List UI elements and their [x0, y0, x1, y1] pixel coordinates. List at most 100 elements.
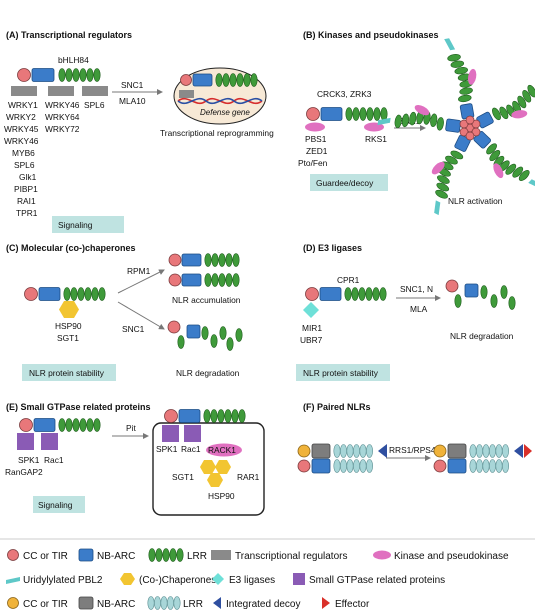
- bhlh84-label: bHLH84: [58, 55, 89, 65]
- lrr-segment: [458, 94, 472, 103]
- nb-arc-domain: [181, 253, 202, 267]
- cc-tir-domain: [465, 115, 475, 125]
- lrr-segment: [512, 166, 524, 178]
- lrr-fragments: [454, 285, 516, 310]
- nlr-protein-d: [305, 287, 387, 301]
- lrr-domain: [58, 418, 101, 432]
- regulator-name: PIBP1: [14, 184, 38, 194]
- nb-arc-domain: [192, 73, 213, 87]
- zed1-label: ZED1: [306, 146, 328, 156]
- lrr-domain: [63, 287, 106, 301]
- lrr-paired-segment: [173, 596, 181, 610]
- pbl2-shape: [434, 200, 441, 216]
- lrr-paired-segment: [333, 459, 341, 473]
- lrr-paired-segment: [147, 596, 155, 610]
- lrr-paired-segment: [501, 459, 509, 473]
- nb-arc-domain: [311, 458, 331, 474]
- regulator-name: Glk1: [19, 172, 37, 182]
- lrr-paired-segment: [154, 596, 162, 610]
- lrr-segment: [401, 113, 410, 128]
- nlr-accumulation-label: NLR accumulation: [172, 295, 241, 305]
- arrow-c-up: [117, 269, 165, 294]
- effector-shape: [524, 444, 532, 458]
- transcriptional-reprogramming-label: Transcriptional reprogramming: [160, 128, 274, 138]
- pbl2-shape: [528, 179, 535, 189]
- cc-tir-domain: [17, 68, 31, 82]
- nlr-protein-a: [17, 68, 101, 82]
- legend-nb-arc-paired-icon: [78, 596, 94, 610]
- lrr-paired-segment: [495, 444, 503, 458]
- panel-b: (B) Kinases and pseudokinases CRCK3, ZRK…: [298, 30, 535, 216]
- resistosome-arm: [473, 131, 535, 189]
- legend-gtpase-icon: [293, 573, 305, 585]
- regulator-block: [179, 90, 194, 98]
- regulator-name: RAI1: [17, 196, 36, 206]
- lrr-paired-segment: [365, 444, 373, 458]
- rack1-shape: [206, 443, 242, 457]
- hsp90-label: HSP90: [55, 321, 82, 331]
- nb-arc-domain: [454, 134, 471, 152]
- rack1-label: RACK1: [208, 445, 236, 455]
- lrr-segment: [430, 113, 438, 128]
- kinase-shape: [414, 104, 430, 116]
- panel-f-title: (F) Paired NLRs: [303, 402, 371, 412]
- nlr-accumulated-1: [168, 253, 240, 267]
- cc-tir-domain: [305, 287, 319, 301]
- lrr-segment: [450, 60, 465, 68]
- lrr-segment: [409, 111, 417, 126]
- legend-cc-tir-icon: [7, 549, 19, 561]
- rangap2-label: RanGAP2: [5, 467, 43, 477]
- legend-e3: E3 ligases: [229, 575, 275, 586]
- resistosome-arm: [431, 134, 471, 216]
- cc-tir-domain: [180, 74, 192, 86]
- lrr-paired-segment: [160, 596, 168, 610]
- pbl2-shape: [377, 117, 391, 126]
- cc-tir-domain: [445, 279, 459, 293]
- nlr-degraded-d: [445, 279, 516, 310]
- gtpase-block-1: [17, 433, 34, 450]
- lrr-segment: [518, 170, 530, 181]
- regulator-name: SPL6: [14, 160, 35, 170]
- regulator-block-1: [11, 86, 37, 96]
- paired-nlr-right: [433, 443, 532, 474]
- signaling-tag-a-label: Signaling: [58, 220, 93, 230]
- lrr-paired-segment: [359, 459, 367, 473]
- regulator-name: WRKY46: [4, 136, 39, 146]
- nlr-protein-c: [24, 287, 106, 301]
- regulator-name: WRKY72: [45, 124, 80, 134]
- nb-arc-domain: [320, 107, 343, 121]
- kinase-shape: [467, 68, 477, 85]
- panel-d-title: (D) E3 ligases: [303, 243, 362, 253]
- nb-arc-domain: [178, 409, 201, 423]
- nlr-protein-e: [19, 418, 101, 432]
- integrated-decoy-shape: [378, 444, 387, 458]
- lrr-segment: [436, 182, 450, 192]
- legend-gtpase: Small GTPase related proteins: [309, 575, 445, 586]
- nb-arc-domain: [445, 118, 462, 133]
- lrr-segment: [517, 95, 527, 109]
- defense-gene-label: Defense gene: [200, 108, 250, 117]
- cpr1-label: CPR1: [337, 275, 360, 285]
- nb-arc-domain: [186, 324, 201, 339]
- kinase-shape-1: [305, 122, 325, 132]
- kinase-shape: [431, 161, 445, 175]
- sgt1-label-complex: SGT1: [172, 472, 194, 482]
- nb-arc-domain: [319, 287, 342, 301]
- cc-tir-domain-paired: [297, 444, 311, 458]
- lrr-paired-segment: [482, 459, 490, 473]
- regulator-name: TPR1: [16, 208, 38, 218]
- e3-ligase-shape: [303, 302, 319, 318]
- cc-tir-domain-paired: [433, 444, 447, 458]
- legend-nb-arc: NB-ARC: [97, 551, 135, 562]
- nb-arc-domain: [31, 68, 55, 82]
- legend-pbl2: Uridylylated PBL2: [23, 575, 103, 586]
- lrr-segment: [489, 150, 501, 162]
- lrr-segment: [459, 87, 473, 95]
- legend-effector-icon: [322, 597, 330, 609]
- lrr-paired-segment: [475, 459, 483, 473]
- lrr-segment: [435, 189, 448, 199]
- resistosome-arm: [377, 104, 462, 133]
- cc-tir-domain: [164, 409, 178, 423]
- resistosome-arm: [444, 38, 477, 120]
- regulator-name: WRKY45: [4, 124, 39, 134]
